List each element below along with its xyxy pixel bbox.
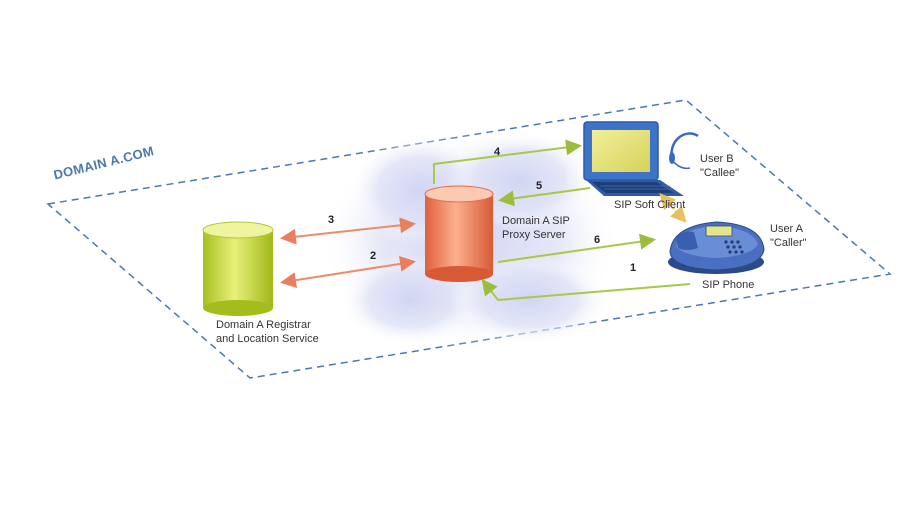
registrar-label: Domain A Registrar and Location Service (216, 318, 319, 346)
proxy-label-line1: Domain A SIP (502, 215, 570, 227)
registrar-label-line1: Domain A Registrar (216, 319, 311, 331)
soft-client-label: SIP Soft Client (614, 199, 686, 211)
proxy-label: Domain A SIP Proxy Server (502, 214, 570, 242)
step-4-label: 4 (494, 146, 501, 158)
registrar-database-icon (202, 221, 274, 316)
registrar-label-line2: and Location Service (216, 333, 319, 345)
proxy-server-icon (424, 185, 494, 282)
domain-boundary (46, 99, 892, 379)
step-5-label: 5 (536, 180, 543, 192)
phone-label: SIP Phone (702, 279, 755, 291)
arrow-step-1 (481, 278, 691, 302)
message-arrows (280, 139, 691, 302)
headset-icon (669, 132, 699, 170)
arrow-step-4 (433, 139, 582, 184)
user-b-label: User B "Callee" (700, 152, 739, 180)
arrow-step-6 (497, 233, 656, 263)
sip-phone-icon (668, 221, 765, 274)
step-3-label: 3 (328, 214, 335, 226)
user-a-label: User A "Caller" (770, 222, 807, 250)
user-b-label-line2: "Callee" (700, 167, 739, 179)
step-6-label: 6 (594, 234, 601, 246)
laptop-icon (583, 121, 684, 196)
step-1-label: 1 (630, 262, 637, 274)
user-a-label-line1: User A (770, 223, 804, 235)
arrow-step-2 (280, 255, 416, 289)
arrow-step-3 (280, 217, 416, 245)
arrow-step-5 (498, 187, 591, 207)
user-a-label-line2: "Caller" (770, 237, 807, 249)
step-2-label: 2 (370, 250, 377, 262)
user-b-label-line1: User B (700, 153, 734, 165)
link-client-phone (659, 193, 687, 223)
proxy-label-line2: Proxy Server (502, 229, 566, 241)
